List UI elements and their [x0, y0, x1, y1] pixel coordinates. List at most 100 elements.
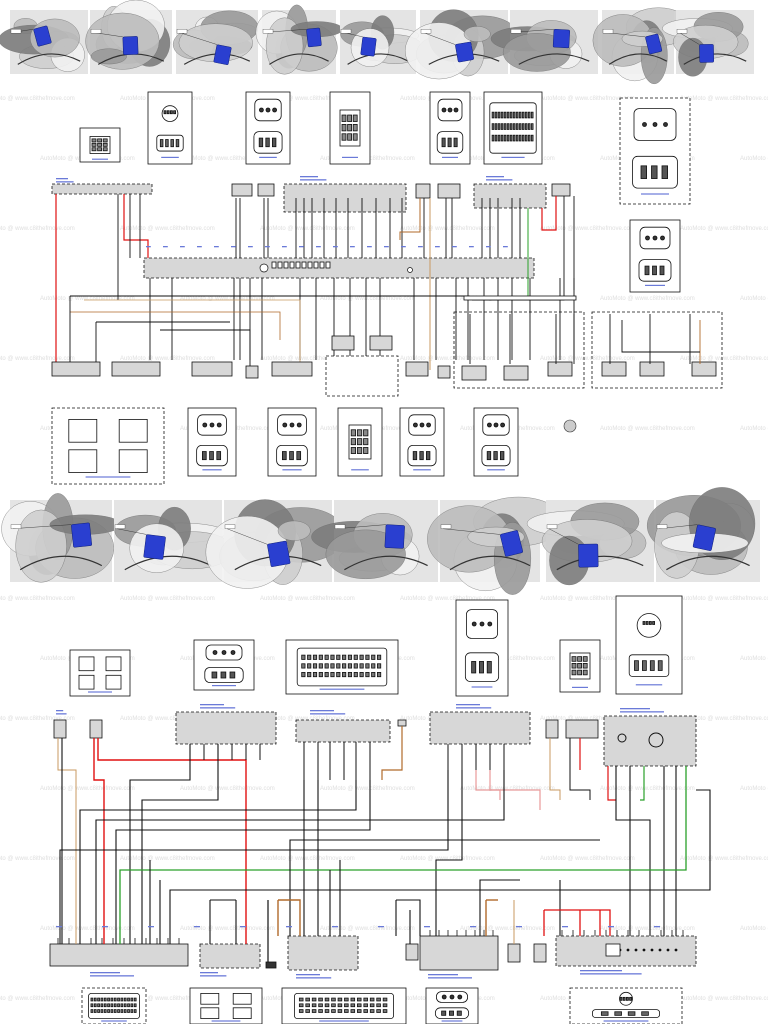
pin	[453, 107, 459, 113]
relay-body	[118, 449, 148, 473]
label-text	[620, 711, 664, 713]
location-photo	[646, 487, 760, 582]
pin	[296, 451, 302, 461]
connector-view	[619, 97, 691, 205]
relay-body	[78, 674, 95, 690]
pin	[441, 994, 447, 1000]
photo-shape	[344, 555, 428, 571]
highlighted-component	[500, 530, 523, 557]
pin	[123, 1003, 127, 1008]
label-text	[572, 686, 588, 688]
label-text	[641, 193, 669, 195]
pin	[582, 669, 588, 676]
callout-label	[440, 524, 452, 529]
pin	[649, 621, 652, 625]
pin	[324, 654, 329, 660]
pin	[311, 1003, 317, 1008]
pin	[117, 1003, 120, 1008]
pin	[527, 134, 531, 142]
pin	[133, 1009, 137, 1013]
pin	[298, 1009, 304, 1013]
battery-block	[545, 719, 559, 739]
watermark: AutoMoto @ www.c8ithefmove.com	[680, 226, 768, 232]
label-text	[516, 926, 522, 928]
pin	[494, 123, 498, 130]
pin	[90, 1009, 94, 1013]
pin	[457, 994, 463, 1000]
pin	[600, 1011, 609, 1016]
pin	[350, 1009, 356, 1013]
pin	[330, 654, 335, 660]
indicator-lamp	[634, 948, 638, 952]
pin	[627, 1011, 636, 1016]
pin	[577, 663, 582, 669]
callout-line	[548, 528, 579, 545]
callout-line	[336, 524, 387, 529]
pin	[100, 1009, 104, 1013]
pin	[449, 994, 455, 1000]
watermark: AutoMoto @ www.c8ithefmove.com	[460, 926, 555, 932]
callout-line	[178, 32, 218, 45]
label-text	[319, 1020, 369, 1022]
sensor-component	[331, 335, 355, 351]
highlighted-component	[267, 540, 291, 567]
pin	[499, 451, 505, 461]
label-text	[608, 926, 614, 928]
pin	[318, 663, 323, 669]
pin	[350, 438, 357, 446]
connector-view	[81, 987, 147, 1024]
watermark: AutoMoto @ www.c8ithefmove.com	[120, 226, 215, 232]
pin	[117, 997, 120, 1002]
pin	[582, 663, 588, 669]
ecm-pin-block	[289, 261, 295, 269]
connector-view	[281, 987, 407, 1024]
pin	[330, 663, 335, 669]
pin	[376, 654, 382, 660]
pin	[107, 1003, 110, 1008]
location-photo	[311, 500, 438, 582]
pin	[369, 997, 375, 1002]
wire	[569, 738, 591, 800]
pin	[371, 654, 376, 660]
pin	[356, 447, 363, 454]
location-photo	[172, 10, 259, 74]
signal-wire	[57, 738, 77, 944]
sensor-component	[503, 365, 529, 381]
connector-face	[636, 613, 662, 638]
pin	[486, 451, 492, 461]
pin	[478, 661, 484, 674]
callout-label	[546, 524, 558, 529]
label-text	[378, 926, 384, 928]
pin	[341, 133, 347, 141]
pin	[509, 134, 513, 142]
supply-wire	[607, 766, 616, 801]
photo-shape	[556, 555, 644, 571]
pin	[91, 142, 97, 147]
splice-bar	[463, 295, 577, 301]
fuse-block	[551, 183, 571, 197]
watermark: AutoMoto @ www.c8ithefmove.com	[260, 856, 355, 862]
label-text	[620, 708, 650, 710]
callout-label	[176, 29, 188, 34]
label-text	[197, 246, 202, 248]
watermark: AutoMoto @ www.c8ithefmove.com	[180, 926, 275, 932]
pin	[479, 621, 485, 627]
signal-wire	[119, 766, 687, 944]
label-text	[56, 713, 67, 715]
pin	[102, 147, 108, 152]
pin	[258, 137, 264, 148]
pin	[353, 663, 358, 669]
pin	[221, 650, 227, 655]
pin	[571, 669, 577, 676]
photo-shape	[124, 555, 212, 571]
pin	[506, 111, 510, 119]
label-text	[316, 246, 321, 248]
pin	[352, 124, 358, 132]
label-text	[367, 246, 372, 248]
photo-shape	[404, 22, 473, 80]
relay-component	[111, 361, 161, 377]
wire	[479, 879, 520, 936]
pin	[524, 134, 528, 142]
pin	[163, 110, 167, 115]
pin	[324, 997, 330, 1002]
